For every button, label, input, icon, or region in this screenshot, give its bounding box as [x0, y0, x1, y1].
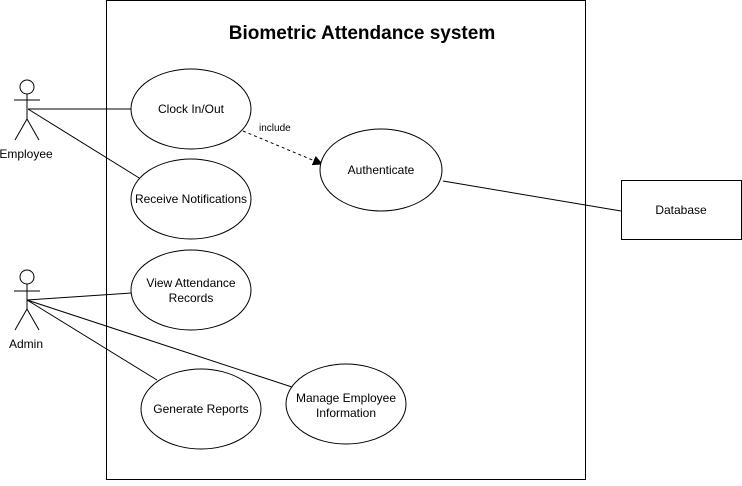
include-label: include — [259, 123, 291, 134]
use-case-manage-employee-information-label-line2: Information — [316, 406, 376, 420]
actor-employee-label: Employee — [0, 147, 53, 161]
include-dependency-arrow — [242, 130, 323, 166]
use-case-view-attendance-records — [130, 249, 252, 331]
use-case-generate-reports — [140, 368, 262, 450]
association-admin-view-records — [26, 292, 132, 301]
use-case-manage-employee-information-label-line1: Manage Employee — [296, 391, 396, 405]
actor-admin — [14, 269, 40, 331]
association-employee-notifications — [27, 108, 145, 182]
actor-employee — [14, 79, 40, 141]
diagram-title: Biometric Attendance system — [229, 23, 495, 44]
use-case-view-attendance-records-label-line2: Records — [169, 291, 214, 305]
use-case-authenticate — [319, 128, 443, 212]
association-authenticate-database — [442, 180, 622, 212]
association-admin-generate-reports — [26, 299, 158, 381]
use-case-clock-in-out-label: Clock In/Out — [158, 102, 225, 116]
use-case-receive-notifications-label: Receive Notifications — [135, 192, 247, 206]
actor-admin-label: Admin — [9, 337, 43, 351]
use-case-authenticate-label: Authenticate — [348, 163, 415, 177]
use-case-manage-employee-information — [285, 363, 407, 445]
database-label: Database — [655, 203, 707, 217]
association-admin-manage-employee — [26, 299, 296, 389]
use-case-receive-notifications — [130, 158, 252, 240]
use-case-view-attendance-records-label-line1: View Attendance — [146, 276, 236, 290]
use-case-generate-reports-label: Generate Reports — [153, 402, 248, 416]
use-case-clock-in-out — [130, 68, 252, 150]
